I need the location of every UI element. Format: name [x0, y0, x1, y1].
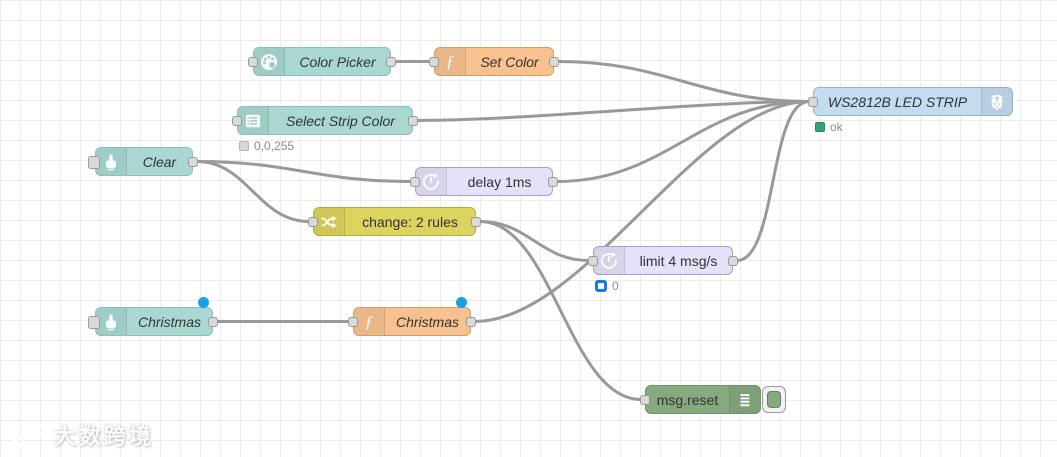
limit-4-msgs-status: 0: [595, 279, 619, 293]
ws2812b-led-strip-input-port[interactable]: [808, 96, 818, 107]
color-picker-output-port[interactable]: [386, 56, 396, 67]
msg-reset-toggle-button[interactable]: [762, 386, 786, 413]
clear-icon-area: [96, 148, 127, 175]
wire-change-2-rules-to-msg-reset[interactable]: [478, 220, 643, 401]
select-strip-color-label: Select Strip Color: [286, 112, 395, 129]
christmas-function-input-port[interactable]: [348, 316, 358, 327]
node-color-picker[interactable]: Color Picker: [253, 47, 391, 76]
select-strip-color-status-text: 0,0,255: [254, 139, 295, 153]
color-picker-input-port[interactable]: [248, 56, 258, 67]
node-delay-1ms[interactable]: delay 1ms: [415, 167, 553, 196]
clear-output-port[interactable]: [188, 156, 198, 167]
palette-icon: [261, 53, 277, 70]
set-color-output-port[interactable]: [549, 56, 559, 67]
select-strip-color-output-port[interactable]: [408, 115, 418, 126]
msg-reset-label: msg.reset: [656, 391, 719, 408]
wire-delay-1ms-to-ws2812b-led-strip[interactable]: [555, 100, 811, 183]
ws2812b-led-strip-status: ok: [815, 120, 843, 134]
change-2-rules-label: change: 2 rules: [362, 213, 458, 230]
node-set-color[interactable]: ƒ Set Color: [434, 47, 554, 76]
svg-text:ƒ: ƒ: [365, 312, 374, 331]
shuffle-icon: [321, 215, 337, 228]
limit-4-msgs-status-text: 0: [612, 279, 619, 293]
delay-1ms-output-port[interactable]: [548, 176, 558, 187]
wire-clear-to-delay-1ms[interactable]: [195, 160, 413, 183]
christmas-inject-output-port[interactable]: [208, 316, 218, 327]
function-icon: ƒ: [365, 312, 374, 331]
wire-clear-to-change-2-rules[interactable]: [195, 160, 311, 223]
ws2812b-led-strip-status-dot-icon: [815, 122, 825, 132]
select-strip-color-status: 0,0,255: [239, 139, 294, 153]
node-select-strip-color[interactable]: Select Strip Color: [237, 106, 413, 135]
wire-change-2-rules-to-limit-4-msgs[interactable]: [478, 220, 591, 262]
dropdown-icon: [246, 114, 260, 127]
inject-icon: [106, 314, 116, 330]
inject-icon: [106, 154, 116, 170]
select-strip-color-icon-area: [238, 107, 269, 134]
ws2812b-led-strip-label: WS2812B LED STRIP: [827, 93, 968, 110]
christmas-inject-label: Christmas: [137, 313, 201, 330]
select-strip-color-input-port[interactable]: [232, 115, 242, 126]
limit-4-msgs-label: limit 4 msg/s: [639, 252, 718, 269]
node-msg-reset[interactable]: msg.reset: [645, 385, 761, 414]
node-change-2-rules[interactable]: change: 2 rules: [313, 207, 476, 236]
christmas-function-output-port[interactable]: [466, 316, 476, 327]
node-christmas-function[interactable]: ƒ Christmas: [353, 307, 471, 336]
timer-icon: [423, 172, 439, 190]
ws2812b-led-strip-icon-area: [981, 88, 1012, 115]
svg-text:ƒ: ƒ: [446, 52, 455, 71]
christmas-function-icon-area: ƒ: [354, 308, 385, 335]
limit-4-msgs-output-port[interactable]: [728, 255, 738, 266]
delay-1ms-icon-area: [416, 168, 447, 195]
wire-christmas-function-to-ws2812b-led-strip[interactable]: [473, 100, 811, 323]
node-christmas-inject[interactable]: Christmas: [95, 307, 213, 336]
limit-4-msgs-input-port[interactable]: [588, 255, 598, 266]
delay-1ms-input-port[interactable]: [410, 176, 420, 187]
christmas-inject-icon-area: [96, 308, 127, 335]
function-icon: ƒ: [446, 52, 455, 71]
wire-select-strip-color-to-ws2812b-led-strip[interactable]: [415, 100, 811, 122]
set-color-input-port[interactable]: [429, 56, 439, 67]
ws2812b-led-strip-status-text: ok: [830, 120, 843, 134]
color-picker-label: Color Picker: [299, 53, 376, 70]
select-strip-color-status-dot-icon: [239, 141, 249, 151]
christmas-inject-changed-indicator: [198, 297, 209, 308]
change-2-rules-icon-area: [314, 208, 345, 235]
msg-reset-icon-area: [729, 386, 760, 413]
debug-icon: [740, 393, 750, 406]
change-2-rules-input-port[interactable]: [308, 216, 318, 227]
msg-reset-input-port[interactable]: [640, 394, 650, 405]
color-picker-icon-area: [254, 48, 285, 75]
msg-reset-toggle-indicator: [767, 391, 781, 408]
set-color-icon-area: ƒ: [435, 48, 466, 75]
node-clear[interactable]: Clear: [95, 147, 193, 176]
raspberry-icon: [991, 94, 1003, 110]
node-ws2812b-led-strip[interactable]: WS2812B LED STRIP: [813, 87, 1013, 116]
christmas-inject-inject-button[interactable]: [88, 315, 100, 329]
node-limit-4-msgs[interactable]: limit 4 msg/s: [593, 246, 733, 275]
limit-4-msgs-status-ring-icon: [595, 280, 607, 292]
clear-label: Clear: [142, 153, 177, 170]
limit-4-msgs-icon-area: [594, 247, 625, 274]
wire-set-color-to-ws2812b-led-strip[interactable]: [556, 60, 811, 103]
set-color-label: Set Color: [480, 53, 539, 70]
christmas-function-label: Christmas: [395, 313, 459, 330]
delay-1ms-label: delay 1ms: [467, 173, 532, 190]
clear-inject-button[interactable]: [88, 155, 100, 169]
change-2-rules-output-port[interactable]: [471, 216, 481, 227]
christmas-function-changed-indicator: [456, 297, 467, 308]
timer-icon: [601, 251, 617, 269]
wire-limit-4-msgs-to-ws2812b-led-strip[interactable]: [735, 100, 811, 262]
